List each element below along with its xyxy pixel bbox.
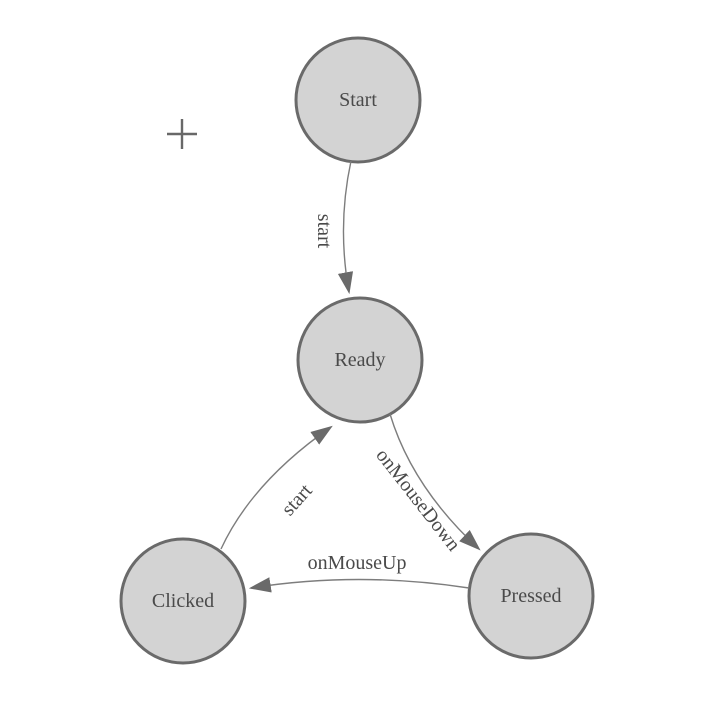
- edge-start-to-ready-path[interactable]: [337, 160, 354, 295]
- crosshair-pointer-icon: [167, 119, 197, 149]
- node-ready[interactable]: Ready: [296, 296, 424, 424]
- edge-clicked-to-ready[interactable]: start: [220, 425, 333, 550]
- node-pressed-circle[interactable]: [467, 532, 595, 660]
- node-start[interactable]: Start: [294, 36, 422, 164]
- edge-clicked-to-ready-path[interactable]: [220, 425, 333, 550]
- edge-pressed-to-clicked-label: onMouseUp: [308, 552, 407, 574]
- node-clicked-circle[interactable]: [119, 537, 247, 665]
- node-pressed[interactable]: Pressed: [467, 532, 595, 660]
- node-start-label: Start: [339, 89, 377, 111]
- node-ready-label: Ready: [334, 349, 385, 371]
- edge-start-to-ready-label: start: [313, 214, 335, 249]
- edge-ready-to-pressed-path[interactable]: [389, 413, 481, 551]
- edge-ready-to-pressed[interactable]: onMouseDown: [371, 413, 481, 556]
- edge-pressed-to-clicked-path[interactable]: [248, 577, 470, 593]
- node-clicked[interactable]: Clicked: [119, 537, 247, 665]
- edge-pressed-to-clicked[interactable]: onMouseUp: [248, 552, 470, 593]
- edge-start-to-ready[interactable]: start: [313, 160, 354, 295]
- edge-ready-to-pressed-label: onMouseDown: [371, 445, 464, 556]
- node-clicked-label: Clicked: [152, 590, 214, 612]
- edge-clicked-to-ready-label: start: [277, 480, 317, 521]
- node-pressed-label: Pressed: [500, 585, 561, 607]
- node-start-circle[interactable]: [294, 36, 422, 164]
- node-ready-circle[interactable]: [296, 296, 424, 424]
